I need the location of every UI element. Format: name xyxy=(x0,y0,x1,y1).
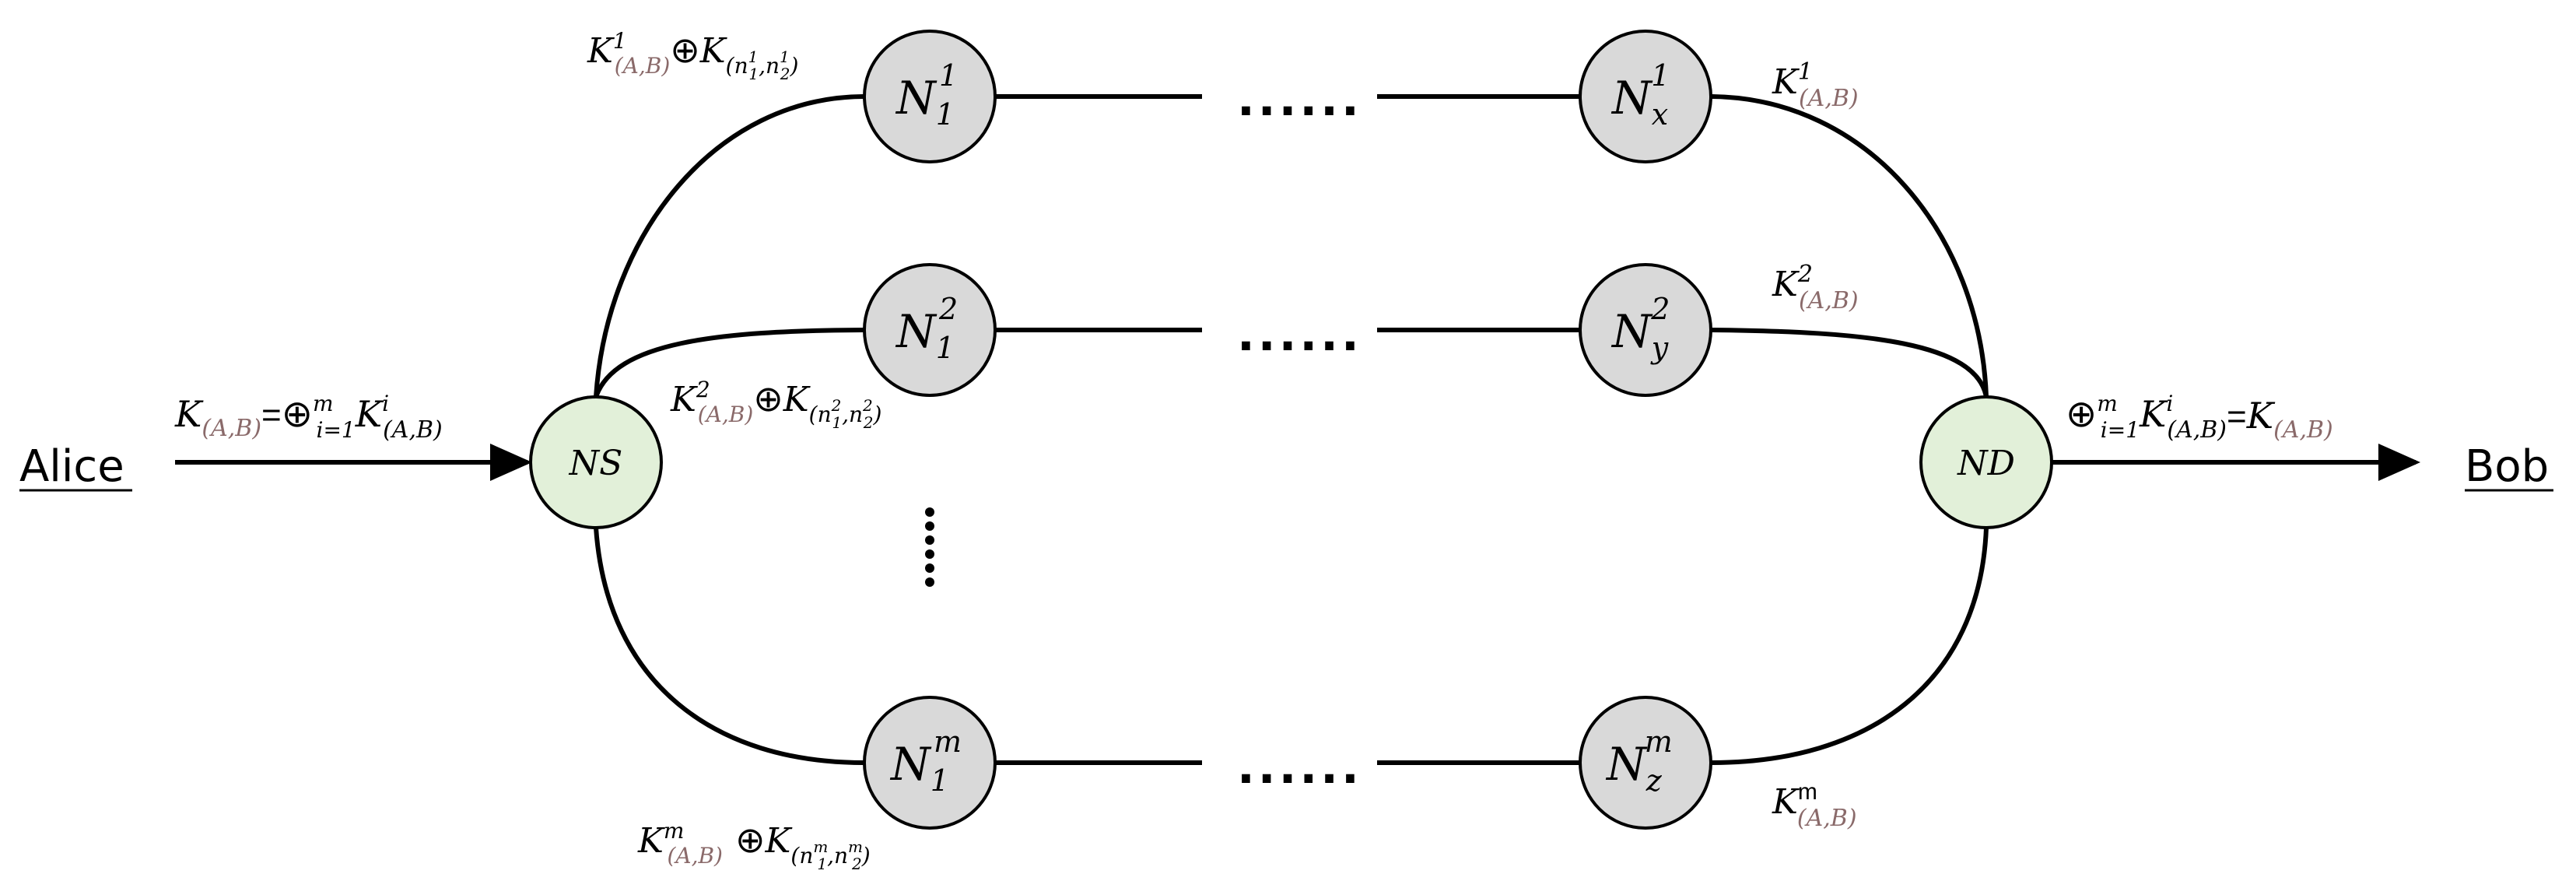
svg-text:ND: ND xyxy=(1957,444,2015,483)
path1-ellipsis: ...... xyxy=(1237,72,1362,127)
pathm-ellipsis: ...... xyxy=(1237,740,1362,795)
pathm-left-curve xyxy=(594,527,864,765)
path2-ellipsis: ...... xyxy=(1237,307,1362,362)
pathm-right-curve xyxy=(1711,527,1989,765)
svg-text:Nzm: Nzm xyxy=(1605,725,1673,798)
svg-text:NS: NS xyxy=(569,444,623,483)
path1-right-key-label: K1(A,B) xyxy=(1772,58,1859,112)
path2-right-key-label: K2(A,B) xyxy=(1772,261,1859,314)
node-n1-2: N12 xyxy=(863,263,997,397)
path1-left-curve xyxy=(594,94,864,398)
path1-right-curve xyxy=(1711,94,1989,398)
node-n1-1: N11 xyxy=(863,30,997,163)
path2-right-curve xyxy=(1711,328,1989,398)
svg-text:N11: N11 xyxy=(895,58,958,132)
svg-text:Ny2: Ny2 xyxy=(1610,292,1670,365)
node-nx-1: Nx1 xyxy=(1579,30,1712,163)
alice-label: Alice xyxy=(19,441,124,492)
pathm-right-key-label: Km(A,B) xyxy=(1772,779,1857,832)
node-ny-2: Ny2 xyxy=(1579,263,1712,397)
node-nd: ND xyxy=(1919,395,2053,529)
node-nz-m: Nzm xyxy=(1579,696,1712,830)
path2-left-curve xyxy=(594,328,864,398)
svg-text:Nx1: Nx1 xyxy=(1610,58,1670,132)
bob-label: Bob xyxy=(2465,441,2549,492)
svg-text:N12: N12 xyxy=(895,292,958,365)
vertical-ellipsis xyxy=(925,507,934,587)
node-n1-m: N1m xyxy=(863,696,997,830)
svg-text:N1m: N1m xyxy=(889,725,962,798)
node-ns: NS xyxy=(529,395,663,529)
